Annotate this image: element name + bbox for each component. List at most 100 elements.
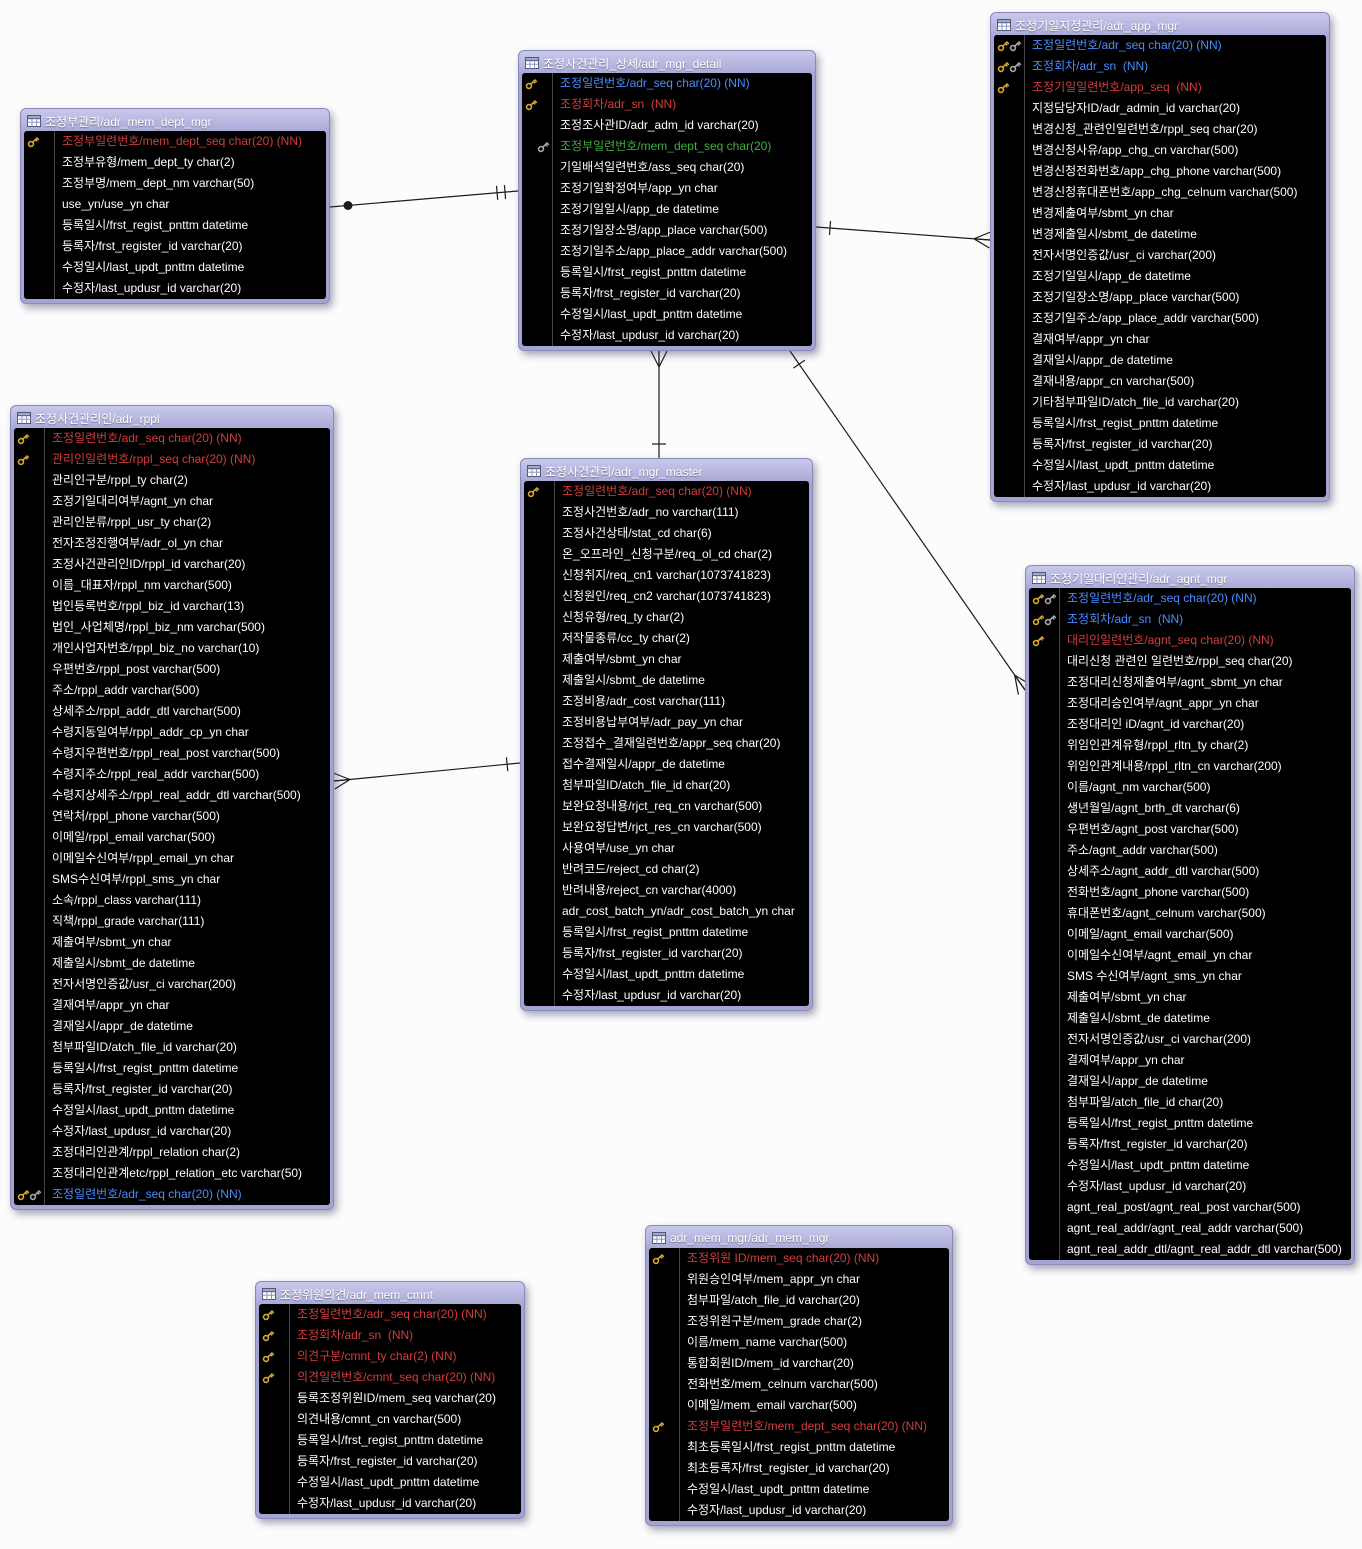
entity-adr-mem-mgr[interactable]: adr_mem_mgr/adr_mem_mgr 조정위원 ID/mem_seq … xyxy=(645,1225,953,1526)
entity-adr-agnt-mgr[interactable]: 조정기일대리인관리/adr_agnt_mgr 조정일련번호/adr_seq ch… xyxy=(1025,565,1355,1265)
entity-header[interactable]: 조정기일지정관리/adr_app_mgr xyxy=(994,15,1326,35)
column-row[interactable]: 결재일시/appr_de datetime xyxy=(994,350,1326,371)
column-row[interactable]: 신청취지/req_cn1 varchar(1073741823) xyxy=(524,565,809,586)
column-row[interactable]: 조정대리승인여부/agnt_appr_yn char xyxy=(1029,693,1351,714)
column-row[interactable]: 조정일련번호/adr_seq char(20) (NN) xyxy=(1029,588,1351,609)
column-row[interactable]: 위원승인여부/mem_appr_yn char xyxy=(649,1269,949,1290)
column-row[interactable]: 조정사건상태/stat_cd char(6) xyxy=(524,523,809,544)
column-row[interactable]: 조정기일대리여부/agnt_yn char xyxy=(14,491,330,512)
column-row[interactable]: 변경신청_관련인일련번호/rppl_seq char(20) xyxy=(994,119,1326,140)
column-row[interactable]: 수정자/last_updusr_id varchar(20) xyxy=(14,1121,330,1142)
column-row[interactable]: 조정사건관리인ID/rppl_id varchar(20) xyxy=(14,554,330,575)
column-row[interactable]: 이름/mem_name varchar(500) xyxy=(649,1332,949,1353)
column-row[interactable]: 결제여부/appr_yn char xyxy=(1029,1050,1351,1071)
column-row[interactable]: adr_cost_batch_yn/adr_cost_batch_yn char xyxy=(524,901,809,922)
relation-dept-to-detail[interactable] xyxy=(329,185,519,210)
column-row[interactable]: 조정대리인관계etc/rppl_relation_etc varchar(50) xyxy=(14,1163,330,1184)
column-row[interactable]: 법인_사업체명/rppl_biz_nm varchar(500) xyxy=(14,617,330,638)
column-row[interactable]: 조정회차/adr_sn (NN) xyxy=(994,56,1326,77)
column-row[interactable]: 전자서명인증값/usr_ci varchar(200) xyxy=(994,245,1326,266)
column-row[interactable]: 조정기일주소/app_place_addr varchar(500) xyxy=(994,308,1326,329)
column-row[interactable]: 등록자/frst_register_id varchar(20) xyxy=(24,236,326,257)
column-row[interactable]: 조정기일주소/app_place_addr varchar(500) xyxy=(522,241,812,262)
column-row[interactable]: 반려코드/reject_cd char(2) xyxy=(524,859,809,880)
column-row[interactable]: 첨부파일/atch_file_id char(20) xyxy=(1029,1092,1351,1113)
entity-header[interactable]: 조정위원의견/adr_mem_cmnt xyxy=(259,1284,521,1304)
column-row[interactable]: 등록일시/frst_regist_pnttm datetime xyxy=(24,215,326,236)
entity-header[interactable]: adr_mem_mgr/adr_mem_mgr xyxy=(649,1228,949,1248)
column-row[interactable]: 조정기일일련번호/app_seq (NN) xyxy=(994,77,1326,98)
column-row[interactable]: 보완요청내용/rjct_req_cn varchar(500) xyxy=(524,796,809,817)
column-row[interactable]: 조정회차/adr_sn (NN) xyxy=(259,1325,521,1346)
column-row[interactable]: 대리인일련번호/agnt_seq char(20) (NN) xyxy=(1029,630,1351,651)
column-row[interactable]: 결재일시/appr_de datetime xyxy=(14,1016,330,1037)
column-row[interactable]: 등록자/frst_register_id varchar(20) xyxy=(14,1079,330,1100)
column-row[interactable]: 조정회차/adr_sn (NN) xyxy=(1029,609,1351,630)
column-row[interactable]: 제출여부/sbmt_yn char xyxy=(1029,987,1351,1008)
column-row[interactable]: 조정비용납부여부/adr_pay_yn char xyxy=(524,712,809,733)
column-row[interactable]: 조정일련번호/adr_seq char(20) (NN) xyxy=(522,73,812,94)
column-row[interactable]: 수정자/last_updusr_id varchar(20) xyxy=(994,476,1326,497)
column-row[interactable]: 조정조사관ID/adr_adm_id varchar(20) xyxy=(522,115,812,136)
column-row[interactable]: 변경제출일시/sbmt_de datetime xyxy=(994,224,1326,245)
column-row[interactable]: 등록자/frst_register_id varchar(20) xyxy=(259,1451,521,1472)
column-row[interactable]: 조정일련번호/adr_seq char(20) (NN) xyxy=(14,1184,330,1205)
column-row[interactable]: 수정자/last_updusr_id varchar(20) xyxy=(524,985,809,1006)
column-row[interactable]: 제출여부/sbmt_yn char xyxy=(524,649,809,670)
column-row[interactable]: 수정자/last_updusr_id varchar(20) xyxy=(24,278,326,299)
column-row[interactable]: 휴대폰번호/agnt_celnum varchar(500) xyxy=(1029,903,1351,924)
column-row[interactable]: 조정위원 ID/mem_seq char(20) (NN) xyxy=(649,1248,949,1269)
column-row[interactable]: 조정일련번호/adr_seq char(20) (NN) xyxy=(14,428,330,449)
column-row[interactable]: 첨부파일ID/atch_file_id char(20) xyxy=(524,775,809,796)
column-row[interactable]: 조정기일일시/app_de datetime xyxy=(522,199,812,220)
column-row[interactable]: 연락처/rppl_phone varchar(500) xyxy=(14,806,330,827)
column-row[interactable]: 변경신청전화번호/app_chg_phone varchar(500) xyxy=(994,161,1326,182)
column-row[interactable]: 수정일시/last_updt_pnttm datetime xyxy=(524,964,809,985)
column-row[interactable]: 결재내용/appr_cn varchar(500) xyxy=(994,371,1326,392)
column-row[interactable]: 등록일시/frst_regist_pnttm datetime xyxy=(1029,1113,1351,1134)
column-row[interactable]: 주소/agnt_addr varchar(500) xyxy=(1029,840,1351,861)
entity-header[interactable]: 조정사건관리/adr_mgr_master xyxy=(524,461,809,481)
relation-detail-to-appmgr[interactable] xyxy=(815,220,991,249)
column-row[interactable]: 수정일시/last_updt_pnttm datetime xyxy=(649,1479,949,1500)
column-row[interactable]: 개인사업자번호/rppl_biz_no varchar(10) xyxy=(14,638,330,659)
column-row[interactable]: 이메일/mem_email varchar(500) xyxy=(649,1395,949,1416)
entity-adr-mem-cmnt[interactable]: 조정위원의견/adr_mem_cmnt 조정일련번호/adr_seq char(… xyxy=(255,1281,525,1519)
column-row[interactable]: 위임인관계내용/rppl_rltn_cn varchar(200) xyxy=(1029,756,1351,777)
column-row[interactable]: 수정일시/last_updt_pnttm datetime xyxy=(24,257,326,278)
column-row[interactable]: 저작물종류/cc_ty char(2) xyxy=(524,628,809,649)
column-row[interactable]: 전화번호/agnt_phone varchar(500) xyxy=(1029,882,1351,903)
column-row[interactable]: agnt_real_addr/agnt_real_addr varchar(50… xyxy=(1029,1218,1351,1239)
column-row[interactable]: 수정일시/last_updt_pnttm datetime xyxy=(1029,1155,1351,1176)
column-row[interactable]: 기타첨부파일ID/atch_file_id varchar(20) xyxy=(994,392,1326,413)
column-row[interactable]: 우편번호/rppl_post varchar(500) xyxy=(14,659,330,680)
column-row[interactable]: 신청유형/req_ty char(2) xyxy=(524,607,809,628)
column-row[interactable]: 직책/rppl_grade varchar(111) xyxy=(14,911,330,932)
column-row[interactable]: 첨부파일ID/atch_file_id varchar(20) xyxy=(14,1037,330,1058)
column-row[interactable]: 이메일수신여부/rppl_email_yn char xyxy=(14,848,330,869)
column-row[interactable]: 등록일시/frst_regist_pnttm datetime xyxy=(522,262,812,283)
column-row[interactable]: 등록조정위원ID/mem_seq varchar(20) xyxy=(259,1388,521,1409)
column-row[interactable]: 의견일련번호/cmnt_seq char(20) (NN) xyxy=(259,1367,521,1388)
column-row[interactable]: 조정기일일시/app_de datetime xyxy=(994,266,1326,287)
column-row[interactable]: 결재일시/appr_de datetime xyxy=(1029,1071,1351,1092)
entity-adr-mgr-master[interactable]: 조정사건관리/adr_mgr_master 조정일련번호/adr_seq cha… xyxy=(520,458,813,1011)
column-row[interactable]: 이름_대표자/rppl_nm varchar(500) xyxy=(14,575,330,596)
entity-adr-app-mgr[interactable]: 조정기일지정관리/adr_app_mgr 조정일련번호/adr_seq char… xyxy=(990,12,1330,502)
column-row[interactable]: 첨부파일/atch_file_id varchar(20) xyxy=(649,1290,949,1311)
column-row[interactable]: 등록일시/frst_regist_pnttm datetime xyxy=(14,1058,330,1079)
column-row[interactable]: 변경제출여부/sbmt_yn char xyxy=(994,203,1326,224)
column-row[interactable]: 관리인분류/rppl_usr_ty char(2) xyxy=(14,512,330,533)
column-row[interactable]: 수정자/last_updusr_id varchar(20) xyxy=(259,1493,521,1514)
column-row[interactable]: 조정일련번호/adr_seq char(20) (NN) xyxy=(994,35,1326,56)
column-row[interactable]: 수정일시/last_updt_pnttm datetime xyxy=(14,1100,330,1121)
column-row[interactable]: 등록일시/frst_regist_pnttm datetime xyxy=(994,413,1326,434)
column-row[interactable]: 보완요청답변/rjct_res_cn varchar(500) xyxy=(524,817,809,838)
column-row[interactable]: 조정부유형/mem_dept_ty char(2) xyxy=(24,152,326,173)
column-row[interactable]: 수정자/last_updusr_id varchar(20) xyxy=(522,325,812,346)
column-row[interactable]: 수령지주소/rppl_real_addr varchar(500) xyxy=(14,764,330,785)
column-row[interactable]: 전자서명인증값/usr_ci varchar(200) xyxy=(1029,1029,1351,1050)
column-row[interactable]: 조정대리인 iD/agnt_id varchar(20) xyxy=(1029,714,1351,735)
column-row[interactable]: 조정위원구분/mem_grade char(2) xyxy=(649,1311,949,1332)
column-row[interactable]: 조정기일확정여부/app_yn char xyxy=(522,178,812,199)
